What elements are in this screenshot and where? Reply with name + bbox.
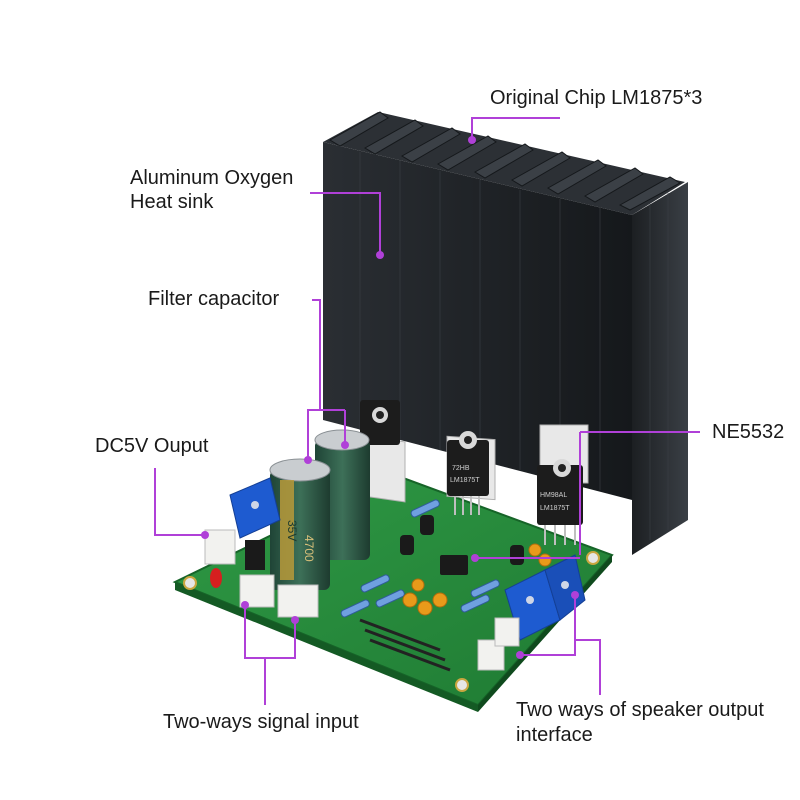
label-speaker-line1: Two ways of speaker output	[516, 699, 764, 721]
cap-voltage: 35V	[285, 520, 299, 541]
chip2-line2: LM1875T	[540, 505, 570, 512]
header-pins	[359, 618, 451, 672]
chip2-line1: HM98AL	[540, 492, 567, 499]
led	[210, 568, 222, 588]
chip1-line2: LM1875T	[450, 477, 480, 484]
label-chip: Original Chip LM1875*3	[490, 87, 703, 109]
chip1-line1: 72HB	[452, 465, 470, 472]
lm1875-chips: 72HB LM1875T HM98AL LM1875T	[360, 400, 583, 545]
label-dc5v-output: DC5V Ouput	[95, 435, 209, 457]
cap-capacity: 4700	[302, 535, 316, 562]
label-heatsink-line2: Heat sink	[130, 191, 214, 213]
label-ne5532: NE5532	[712, 421, 785, 443]
label-signal-input: Two-ways signal input	[163, 711, 359, 733]
label-heatsink-line1: Aluminum Oxygen	[130, 167, 294, 189]
label-speaker-line2: interface	[516, 724, 593, 746]
label-filter-capacitor: Filter capacitor	[148, 288, 280, 310]
callout-dots	[201, 136, 579, 659]
white-connectors	[204, 529, 520, 671]
small-components	[245, 499, 552, 618]
callout-lines	[154, 117, 700, 705]
heat-sink	[323, 111, 688, 555]
filter-capacitors: 35V 4700	[269, 429, 370, 590]
